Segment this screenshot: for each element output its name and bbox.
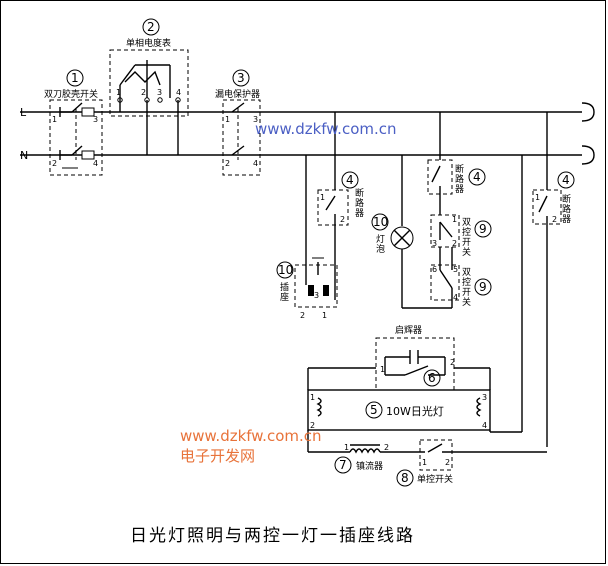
watermark-bottom-name: 电子开发网 [180,447,255,465]
component-2-energy-meter: 2 单相电度表 1 2 3 4 [109,18,189,155]
svg-text:灯: 灯 [376,234,385,245]
svg-text:1: 1 [310,393,315,402]
svg-text:9: 9 [479,280,487,294]
component-1-knife-switch: 1 双刀胶壳开关 1 3 2 4 [44,69,103,176]
svg-text:2: 2 [384,443,389,452]
svg-text:器: 器 [562,214,571,225]
svg-text:2: 2 [147,20,155,34]
svg-text:10: 10 [373,215,388,229]
svg-text:器: 器 [355,208,364,219]
svg-text:1: 1 [320,193,325,202]
svg-text:1: 1 [535,193,540,202]
svg-text:9: 9 [479,222,487,236]
svg-text:2: 2 [225,159,230,168]
svg-text:2: 2 [300,311,305,320]
svg-text:4: 4 [562,173,570,187]
svg-text:1: 1 [322,311,327,320]
neutral-label: N [20,149,28,162]
svg-text:1: 1 [422,458,427,467]
svg-text:器: 器 [455,184,464,195]
svg-text:开: 开 [462,237,471,248]
watermark-top: www.dzkfw.com.cn [255,120,397,138]
svg-text:4: 4 [346,173,354,187]
svg-text:镇流器: 镇流器 [356,460,383,472]
svg-text:2: 2 [340,215,345,224]
svg-text:1: 1 [225,115,230,124]
svg-text:1: 1 [452,215,457,224]
lamp-branch: 断 路 器 4 1 3 2 双 控 开 关 9 6 5 4 双 控 开 关 9 [371,112,492,309]
svg-text:路: 路 [355,197,364,209]
svg-text:漏电保护器: 漏电保护器 [215,88,260,100]
svg-text:关: 关 [462,296,471,308]
svg-text:启辉器: 启辉器 [395,324,422,336]
svg-text:断: 断 [562,193,571,205]
svg-text:3: 3 [432,239,437,248]
svg-text:控: 控 [462,276,471,288]
svg-text:1: 1 [116,88,121,97]
watermark-bottom-site: www.dzkfw.com.cn [180,427,322,445]
svg-text:插: 插 [280,281,289,293]
svg-text:2: 2 [310,421,315,430]
svg-text:2: 2 [445,458,450,467]
svg-text:2: 2 [141,88,146,97]
svg-text:4: 4 [482,421,487,430]
svg-text:6: 6 [432,265,437,274]
svg-text:5: 5 [453,265,458,274]
svg-text:4: 4 [176,88,181,97]
component-3-rcd: 3 漏电保护器 1 3 2 4 [215,69,261,176]
svg-text:7: 7 [339,458,347,472]
svg-text:2: 2 [450,358,455,367]
svg-text:8: 8 [401,471,409,485]
svg-text:3: 3 [253,115,258,124]
live-terminal-arrow [581,102,595,122]
svg-text:单相电度表: 单相电度表 [126,37,171,49]
svg-text:1: 1 [344,443,349,452]
svg-text:路: 路 [562,203,571,215]
svg-text:关: 关 [462,246,471,258]
svg-text:3: 3 [237,71,245,85]
svg-text:2: 2 [52,159,57,168]
fluorescent-branch: 1 2 4 断 路 器 启辉器 1 2 6 1 2 3 4 [307,112,575,487]
svg-text:10: 10 [278,263,293,277]
live-label: L [20,106,27,119]
svg-text:4: 4 [453,293,458,302]
svg-text:4: 4 [93,159,98,168]
svg-text:双: 双 [462,217,471,228]
svg-text:2: 2 [552,215,557,224]
svg-text:10W日光灯: 10W日光灯 [386,404,444,418]
svg-text:3: 3 [93,115,98,124]
svg-text:断: 断 [355,187,364,199]
diagram-title: 日光灯照明与两控一灯一插座线路 [130,526,415,546]
svg-text:1: 1 [52,115,57,124]
svg-text:3: 3 [482,393,487,402]
svg-text:4: 4 [253,159,258,168]
svg-text:单控开关: 单控开关 [417,473,453,485]
svg-text:3: 3 [157,88,162,97]
svg-text:断: 断 [455,163,464,175]
svg-text:双: 双 [462,267,471,278]
svg-text:座: 座 [280,291,289,303]
svg-text:2: 2 [452,239,457,248]
svg-text:3: 3 [314,291,319,300]
svg-text:控: 控 [462,226,471,238]
svg-text:5: 5 [370,403,378,417]
socket-branch: 1 2 4 断 路 器 10 插 座 3 2 1 [276,112,364,320]
svg-text:双刀胶壳开关: 双刀胶壳开关 [44,88,98,100]
neutral-terminal-arrow [581,145,595,165]
svg-text:泡: 泡 [376,243,385,255]
svg-text:1: 1 [71,71,79,85]
svg-text:1: 1 [380,365,385,374]
svg-text:4: 4 [473,170,481,184]
svg-text:开: 开 [462,287,471,298]
svg-text:路: 路 [455,173,464,185]
svg-text:6: 6 [428,371,436,385]
